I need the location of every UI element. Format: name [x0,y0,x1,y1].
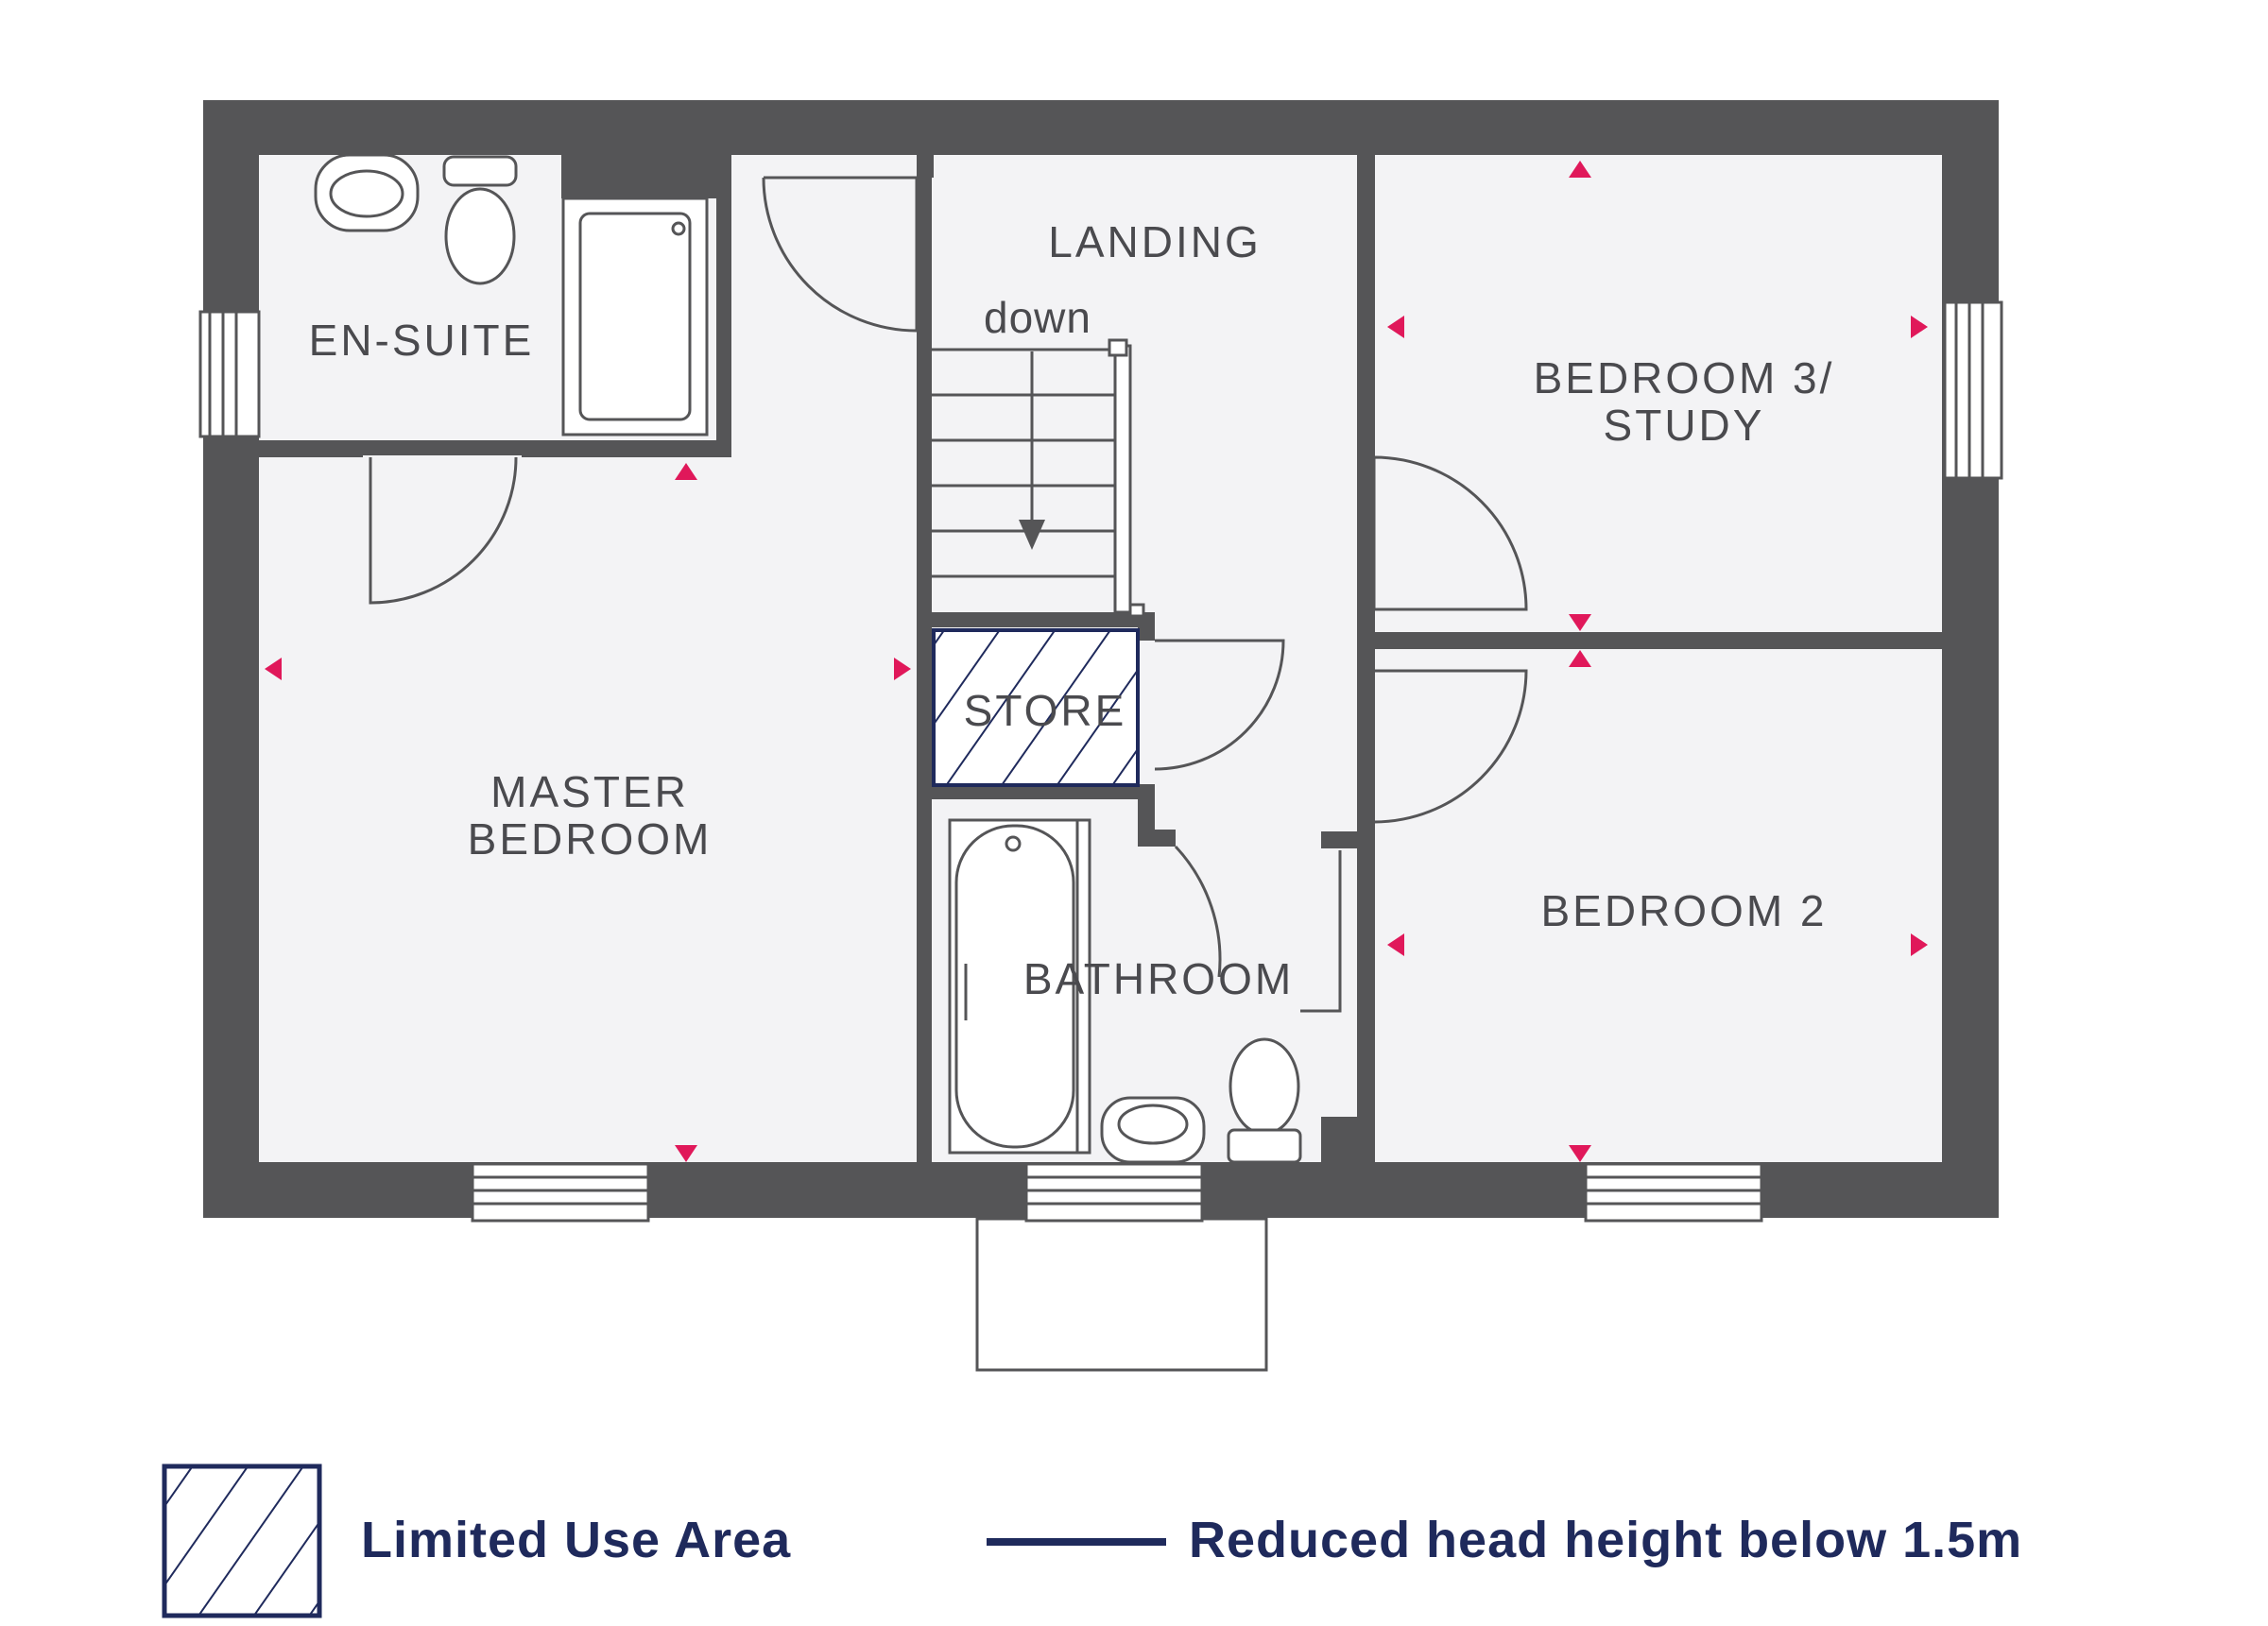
window-bedroom-3 [1943,300,2003,480]
bedroom-3-label-line-1: BEDROOM 3/ [1534,353,1835,402]
wall-landing-top-stub [917,155,934,178]
wall-stair-bottom [932,612,1155,627]
window-bedroom-2 [1584,1162,1763,1223]
ensuite-shower-icon [561,197,709,436]
window-bathroom [1024,1162,1204,1223]
porch-outline [975,1217,1268,1372]
head-height-marker [1569,614,1591,631]
head-height-marker [265,658,282,680]
master-bedroom-floor [259,455,917,1162]
wall-bedroom2-left-low [1357,831,1374,1162]
wall-bathroom-right-low [1321,1117,1374,1162]
master-bedroom-label-line-2: BEDROOM [468,814,713,864]
bedroom-3-label-line-2: STUDY [1604,401,1765,450]
wall-ensuite-bottom-left [259,440,363,457]
bathroom-toilet-cistern-icon [1227,1128,1302,1164]
bedroom2-door-icon [1373,669,1528,824]
wall-ensuite-right [716,155,731,457]
landing-label: LANDING [1048,217,1261,266]
legend-limited-use-label: Limited Use Area [361,1512,791,1568]
bathroom-label: BATHROOM [1023,954,1294,1003]
window-master [471,1162,650,1223]
ensuite-toilet-icon [444,187,516,285]
wall-bathroom-corner-2 [1138,830,1176,847]
wall-bathroom-corner [1138,784,1155,841]
master-bedroom-upper-floor [731,155,917,467]
wall-store-bottom [932,784,1155,799]
wall-bath-enclosure-top [561,155,716,198]
bathroom-door-icon [1174,845,1222,978]
master-door-icon [762,176,919,333]
master-bedroom-label-line-1: MASTER [490,767,689,816]
ensuite-basin-icon [314,153,420,232]
bathroom-basin-icon [1100,1096,1206,1164]
store-door-icon [1154,639,1285,771]
head-height-marker [1569,1145,1591,1162]
wall-store-right [1138,612,1155,641]
wall-bathroom-right [1321,831,1374,848]
ensuite-toilet-cistern-icon [442,155,518,187]
wall-landing-left [917,155,932,1162]
stairs-down-label: down [984,293,1091,342]
head-height-marker [675,463,697,480]
wall-bedroom3-bottom [1374,632,1946,649]
head-height-marker [1569,161,1591,178]
store-label: STORE [964,686,1127,735]
stair-arrow-icon [1019,520,1045,550]
bathroom-door-frame [1300,850,1342,1013]
bedroom-2-label: BEDROOM 2 [1540,886,1827,935]
head-height-marker [1387,933,1404,956]
wall-bedroom3-left [1357,155,1374,457]
bedroom3-door-icon [1372,455,1528,611]
wall-bedroom3-left-stub [1357,609,1374,642]
bath-icon [948,818,1091,1155]
head-height-marker [894,658,911,680]
head-height-marker [1911,933,1928,956]
head-height-marker [1911,316,1928,338]
bedroom-3-floor [1375,155,1942,632]
bedroom-2-floor [1375,649,1942,1162]
staircase-icon [932,338,1145,618]
ensuite-door-icon [369,456,518,605]
head-height-markers [265,161,1928,1162]
legend-hatch-swatch [162,1463,322,1618]
head-height-marker [1387,316,1404,338]
head-height-marker [1569,650,1591,667]
legend-reduced-height-label: Reduced head height below 1.5m [1189,1512,2022,1568]
head-height-marker [675,1145,697,1162]
wall-bedroom2-left [1357,642,1374,671]
wall-ensuite-bottom-right [522,440,731,457]
store-hatch [932,628,1140,787]
en-suite-label: EN-SUITE [309,316,535,365]
bathroom-toilet-icon [1228,1037,1300,1136]
